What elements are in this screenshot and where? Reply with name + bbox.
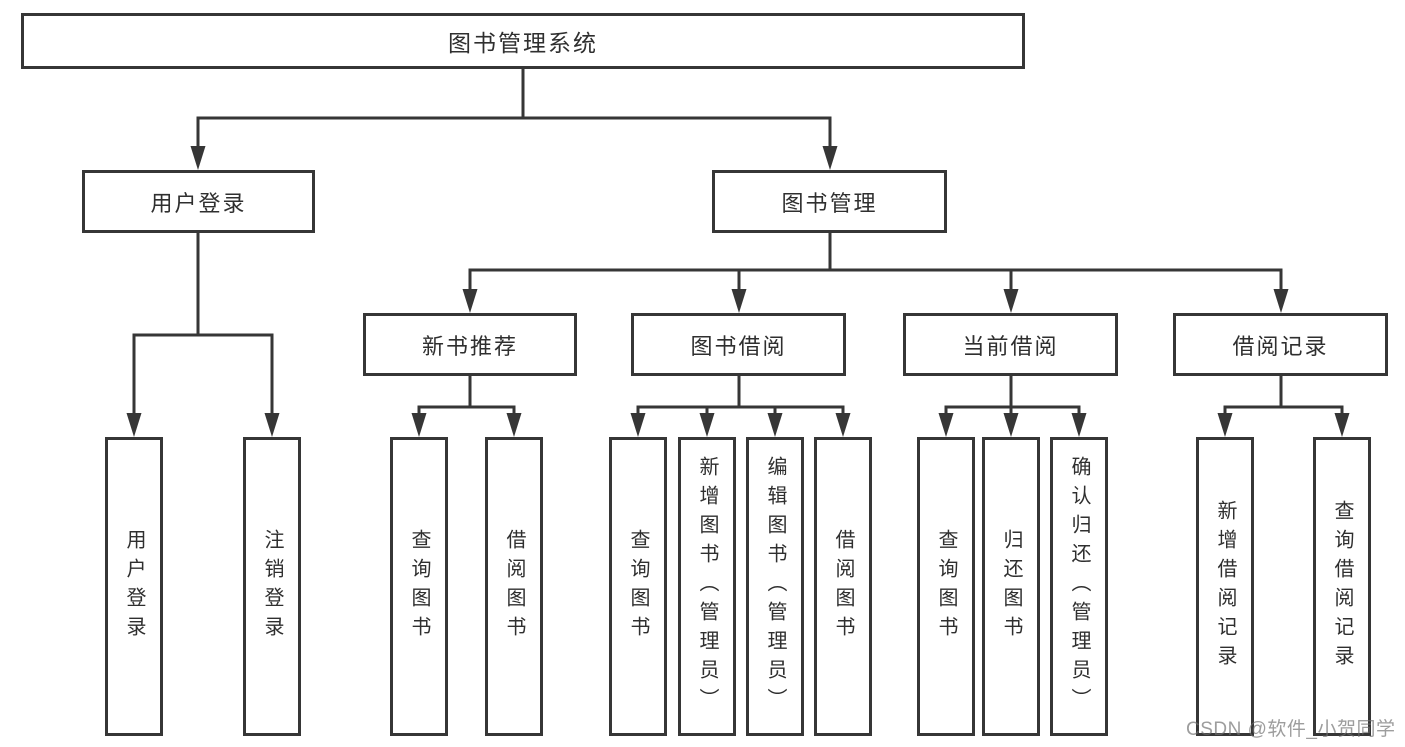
node-leaf-borrow-books-1: 借阅图书 bbox=[485, 437, 543, 736]
node-leaf-borrow-books-2: 借阅图书 bbox=[814, 437, 872, 736]
node-leaf-query-books-2: 查询图书 bbox=[609, 437, 667, 736]
node-book-borrowing: 图书借阅 bbox=[631, 313, 846, 376]
node-leaf-edit-book-admin: 编辑图书（管理员） bbox=[746, 437, 804, 736]
node-leaf-add-borrow-record: 新增借阅记录 bbox=[1196, 437, 1254, 736]
node-leaf-query-books-3: 查询图书 bbox=[917, 437, 975, 736]
node-current-borrowing: 当前借阅 bbox=[903, 313, 1118, 376]
node-leaf-confirm-return-admin: 确认归还（管理员） bbox=[1050, 437, 1108, 736]
node-leaf-user-login: 用户登录 bbox=[105, 437, 163, 736]
node-library-management-system: 图书管理系统 bbox=[21, 13, 1025, 69]
node-user-login-branch: 用户登录 bbox=[82, 170, 315, 233]
node-leaf-add-book-admin: 新增图书（管理员） bbox=[678, 437, 736, 736]
node-new-book-recommendation: 新书推荐 bbox=[363, 313, 577, 376]
node-leaf-query-books-1: 查询图书 bbox=[390, 437, 448, 736]
node-leaf-return-book: 归还图书 bbox=[982, 437, 1040, 736]
csdn-watermark: CSDN @软件_小贺同学 bbox=[1186, 719, 1396, 740]
node-book-management-branch: 图书管理 bbox=[712, 170, 947, 233]
node-borrowing-records: 借阅记录 bbox=[1173, 313, 1388, 376]
node-leaf-query-borrow-record: 查询借阅记录 bbox=[1313, 437, 1371, 736]
node-leaf-logout: 注销登录 bbox=[243, 437, 301, 736]
